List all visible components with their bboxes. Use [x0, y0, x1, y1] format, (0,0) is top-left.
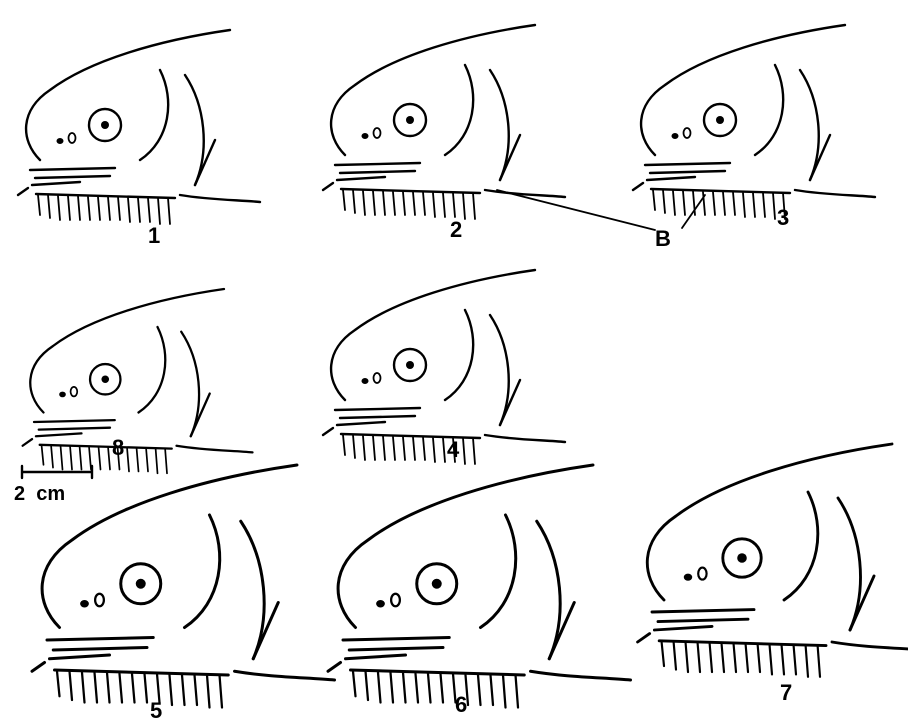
head-drawing-3 — [633, 25, 875, 219]
head-drawing-6 — [328, 465, 631, 708]
head-drawing-2 — [323, 25, 565, 219]
panel-label-7: 7 — [780, 680, 792, 705]
panel-label-3: 3 — [777, 205, 789, 230]
scale-bar: 2 cm — [14, 466, 92, 505]
head-drawing-4 — [323, 270, 565, 464]
head-drawing-8 — [23, 289, 253, 473]
head-drawing-5 — [32, 465, 335, 708]
panel-label-4: 4 — [447, 437, 460, 462]
panel-label-6: 6 — [455, 692, 467, 717]
panel-label-5: 5 — [150, 698, 162, 723]
panel-label-2: 2 — [450, 217, 462, 242]
head-drawing-1 — [18, 30, 260, 224]
panel-label-8: 8 — [112, 435, 124, 460]
callout-b-label: B — [655, 226, 671, 251]
head-drawing-7 — [638, 444, 908, 677]
panel-label-1: 1 — [148, 223, 160, 248]
scale-bar-label: 2 cm — [14, 483, 65, 505]
